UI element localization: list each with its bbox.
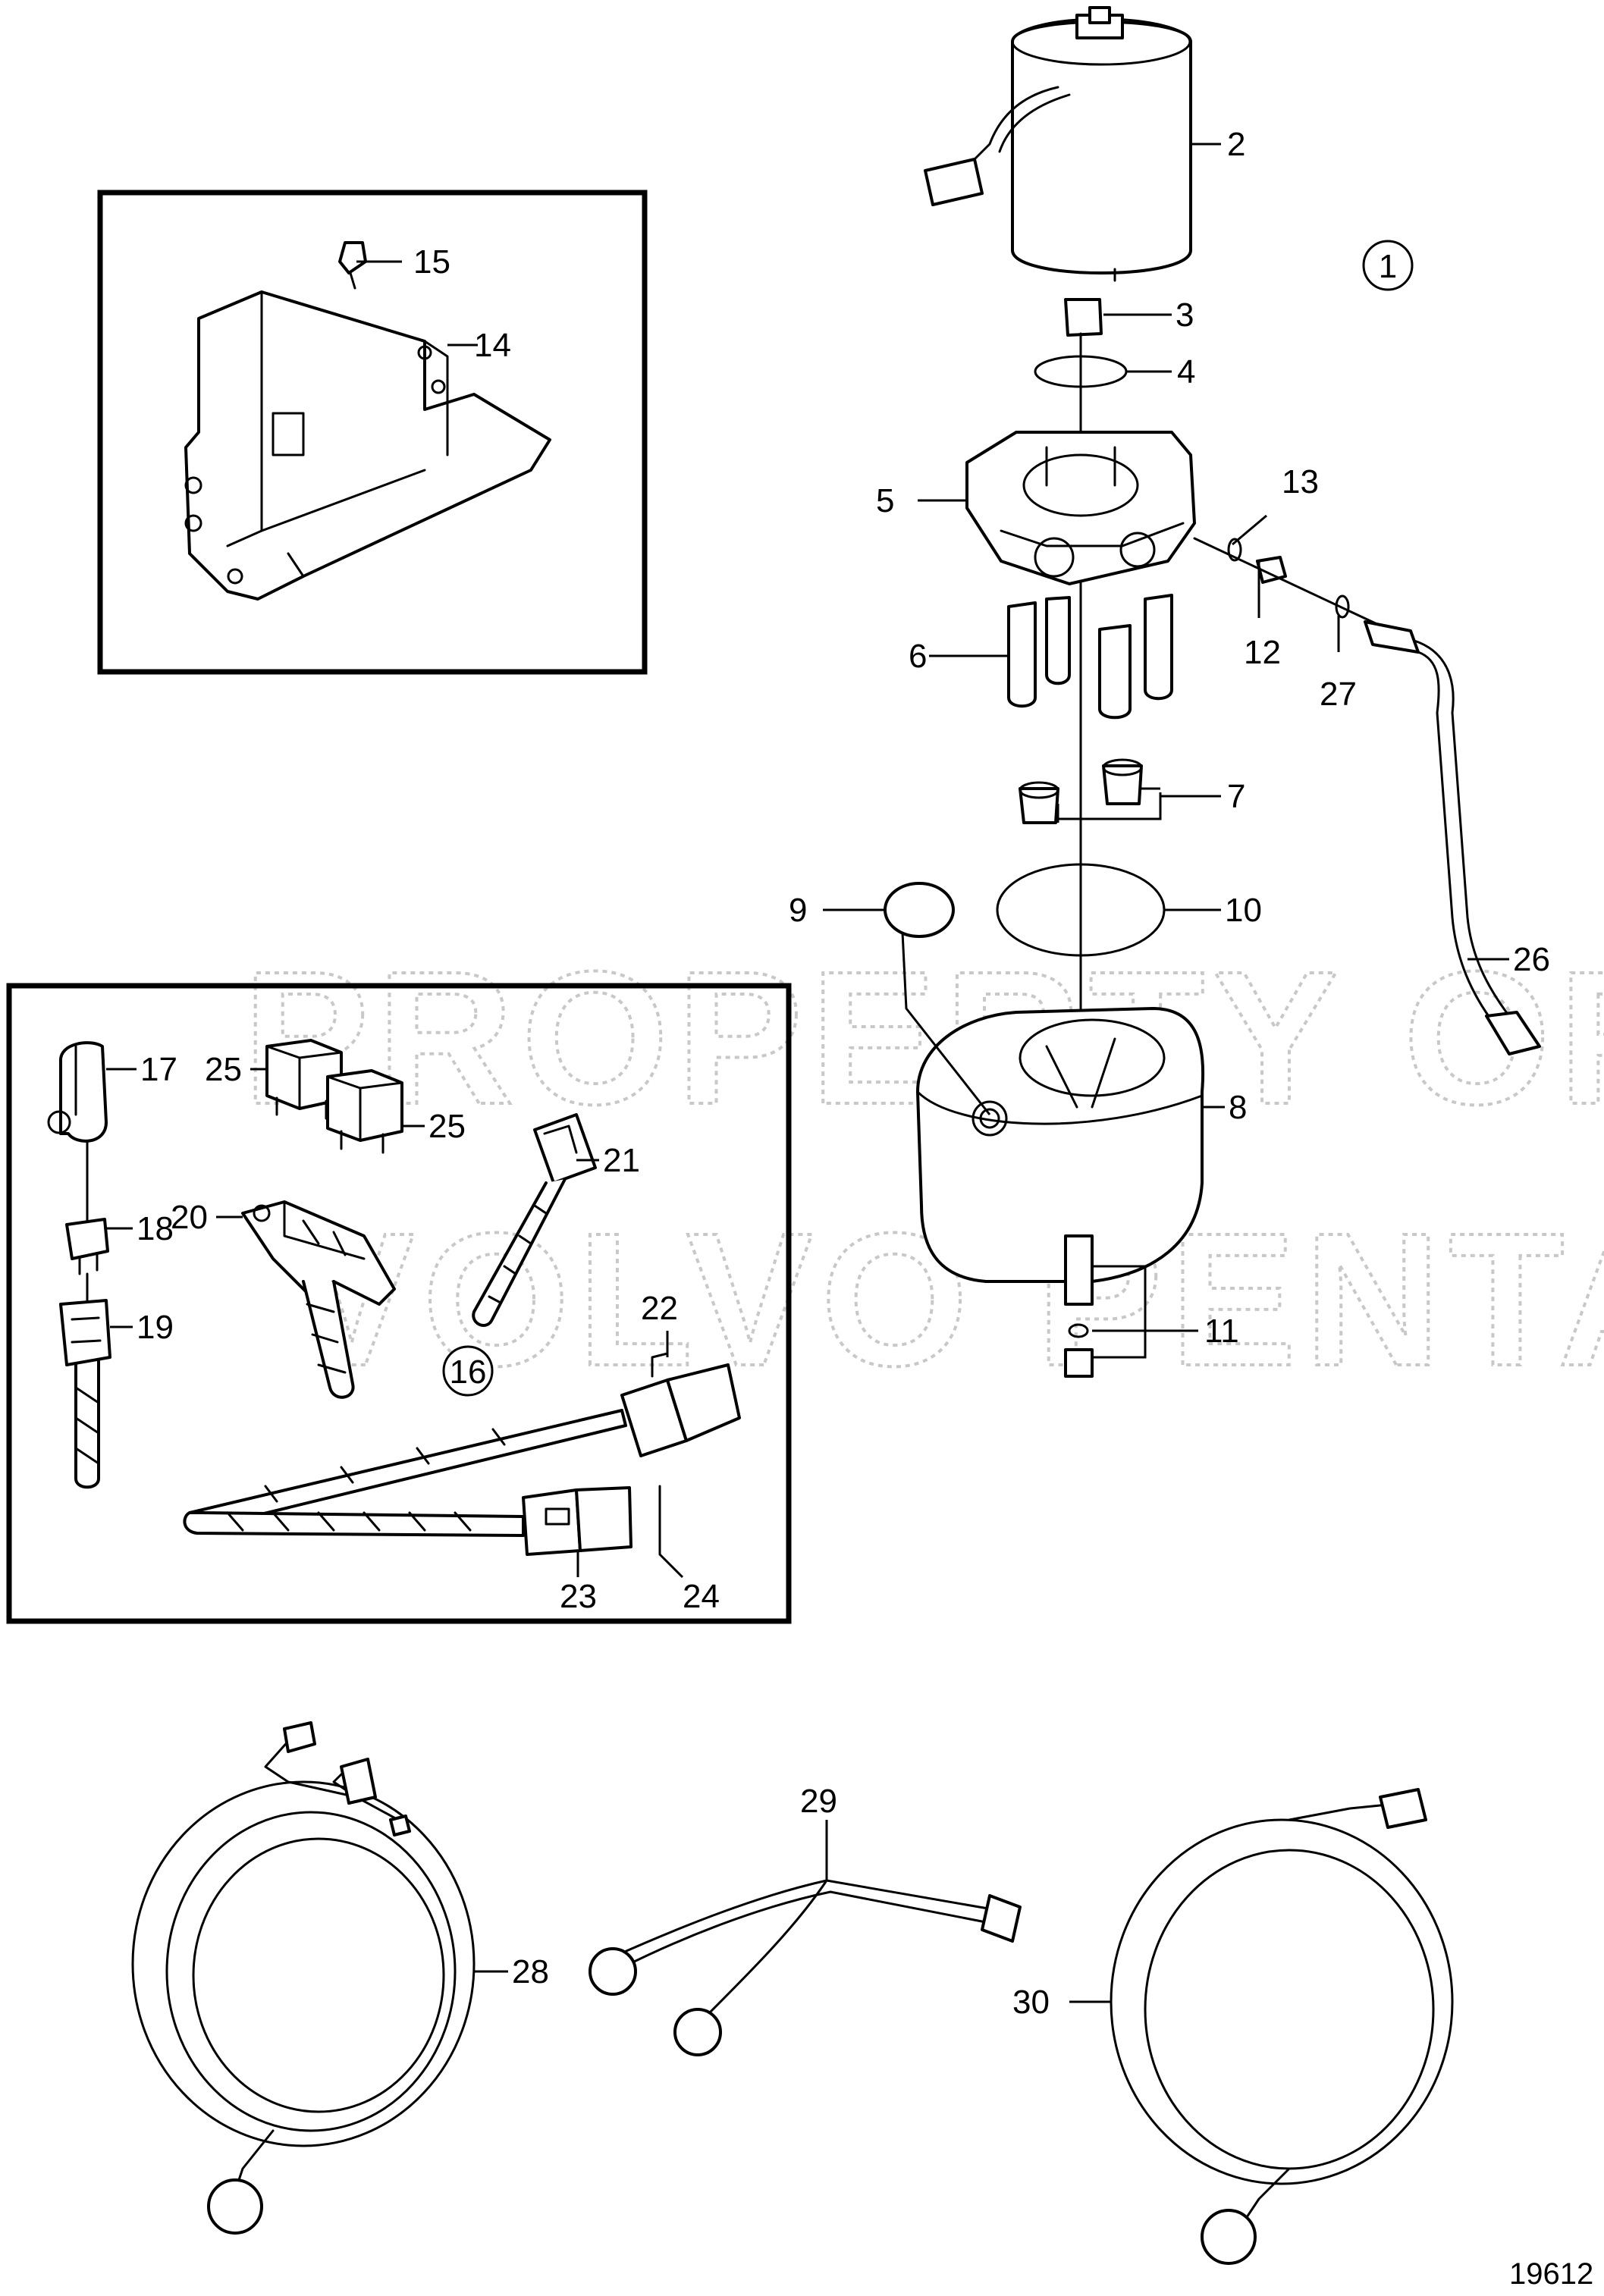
callout-28: 28 [512,1953,549,1990]
relay-25-a [265,1039,343,1120]
reservoir-8 [916,1007,1205,1283]
wiring-inset-frame [6,983,792,1624]
callout-27: 27 [1320,676,1357,713]
callout-6: 6 [909,638,927,675]
valves-6 [1007,594,1173,720]
bracket-inset-frame [97,190,648,675]
callout-1: 1 [1379,248,1397,285]
fuse-18 [65,1218,109,1275]
callouts: 2 3 4 5 6 7 8 9 10 11 12 13 14 15 17 18 … [137,126,1550,2021]
bracket [184,290,551,601]
callout-3: 3 [1176,296,1194,334]
callout-26: 26 [1513,941,1550,978]
harness-30 [1110,1788,1454,2265]
callout-19: 19 [137,1309,174,1346]
harness-29 [589,1879,1022,2056]
leader-lines [106,143,1509,2003]
callout-16-ring [442,1345,494,1397]
harness-28 [131,1721,476,2235]
callout-5: 5 [876,482,894,519]
hose-26 [1364,620,1541,1055]
relay-holder-20 [241,1200,396,1399]
callout-10: 10 [1225,892,1262,929]
callout-20: 20 [171,1199,208,1236]
fitting-axis [1193,537,1382,627]
callout-16: 16 [450,1353,487,1391]
bolt-15 [338,241,367,290]
callout-18: 18 [137,1210,174,1247]
seal-13 [1227,538,1242,562]
relay-25-b [326,1069,403,1154]
callout-22: 22 [641,1290,678,1327]
callout-29: 29 [800,1783,837,1820]
harness-22-23 [183,1352,741,1556]
callout-23: 23 [560,1578,597,1615]
callout-12: 12 [1244,634,1281,671]
callout-15: 15 [413,243,450,281]
pump-body-5 [965,431,1196,585]
callout-25-b: 25 [428,1108,466,1145]
coupling-3 [1064,298,1103,337]
document-number: 19612 [1509,2257,1593,2291]
fitting-12 [1256,556,1287,584]
callout-7: 7 [1227,778,1245,815]
cap-9 [884,882,955,938]
fuse-cover-17 [47,1041,108,1143]
fuse-holder-19 [59,1299,111,1489]
callout-21: 21 [603,1142,640,1179]
parts-11 [1064,1234,1094,1378]
callout-30: 30 [1012,1984,1050,2021]
callout-1-ring [1362,240,1414,291]
callout-9: 9 [789,892,807,929]
callout-11: 11 [1204,1313,1239,1350]
callout-24: 24 [683,1578,720,1615]
bushings-7 [1019,758,1143,824]
callout-2: 2 [1227,126,1245,163]
connector-21 [472,1113,597,1327]
motor-2 [924,6,1192,282]
callout-25-a: 25 [205,1051,242,1088]
callout-4: 4 [1177,353,1195,391]
callout-14: 14 [474,327,511,364]
callout-17: 17 [140,1051,177,1088]
callout-13: 13 [1282,463,1319,500]
callout-8: 8 [1229,1089,1247,1126]
seal-27 [1335,594,1350,619]
